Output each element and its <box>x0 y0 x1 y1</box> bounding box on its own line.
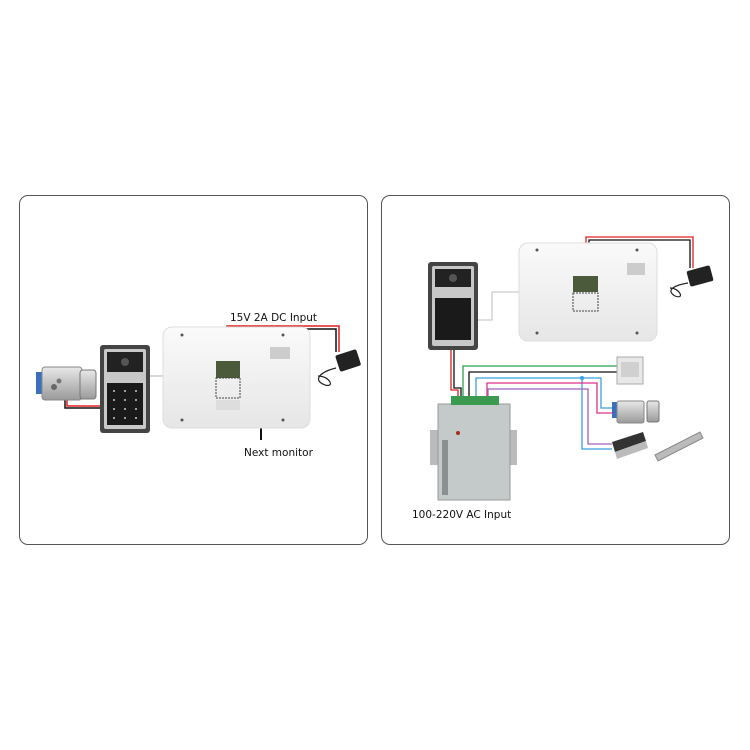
electric-lock-right <box>612 400 660 424</box>
electric-strike <box>654 431 704 462</box>
door-station-keypad <box>100 345 150 433</box>
power-adapter-right <box>669 265 714 298</box>
magnetic-lock <box>612 432 648 459</box>
electric-lock <box>36 366 97 401</box>
indoor-monitor-back-right <box>518 242 658 342</box>
dc-input-label: 15V 2A DC Input <box>230 312 317 324</box>
ac-input-label: 100-220V AC Input <box>412 509 511 521</box>
next-monitor-label: Next monitor <box>244 447 314 459</box>
door-station-keypad-right <box>428 262 478 350</box>
exit-button <box>616 356 644 385</box>
power-adapter <box>317 349 361 387</box>
power-supply-control-box <box>430 396 517 501</box>
indoor-monitor-back <box>162 326 311 429</box>
